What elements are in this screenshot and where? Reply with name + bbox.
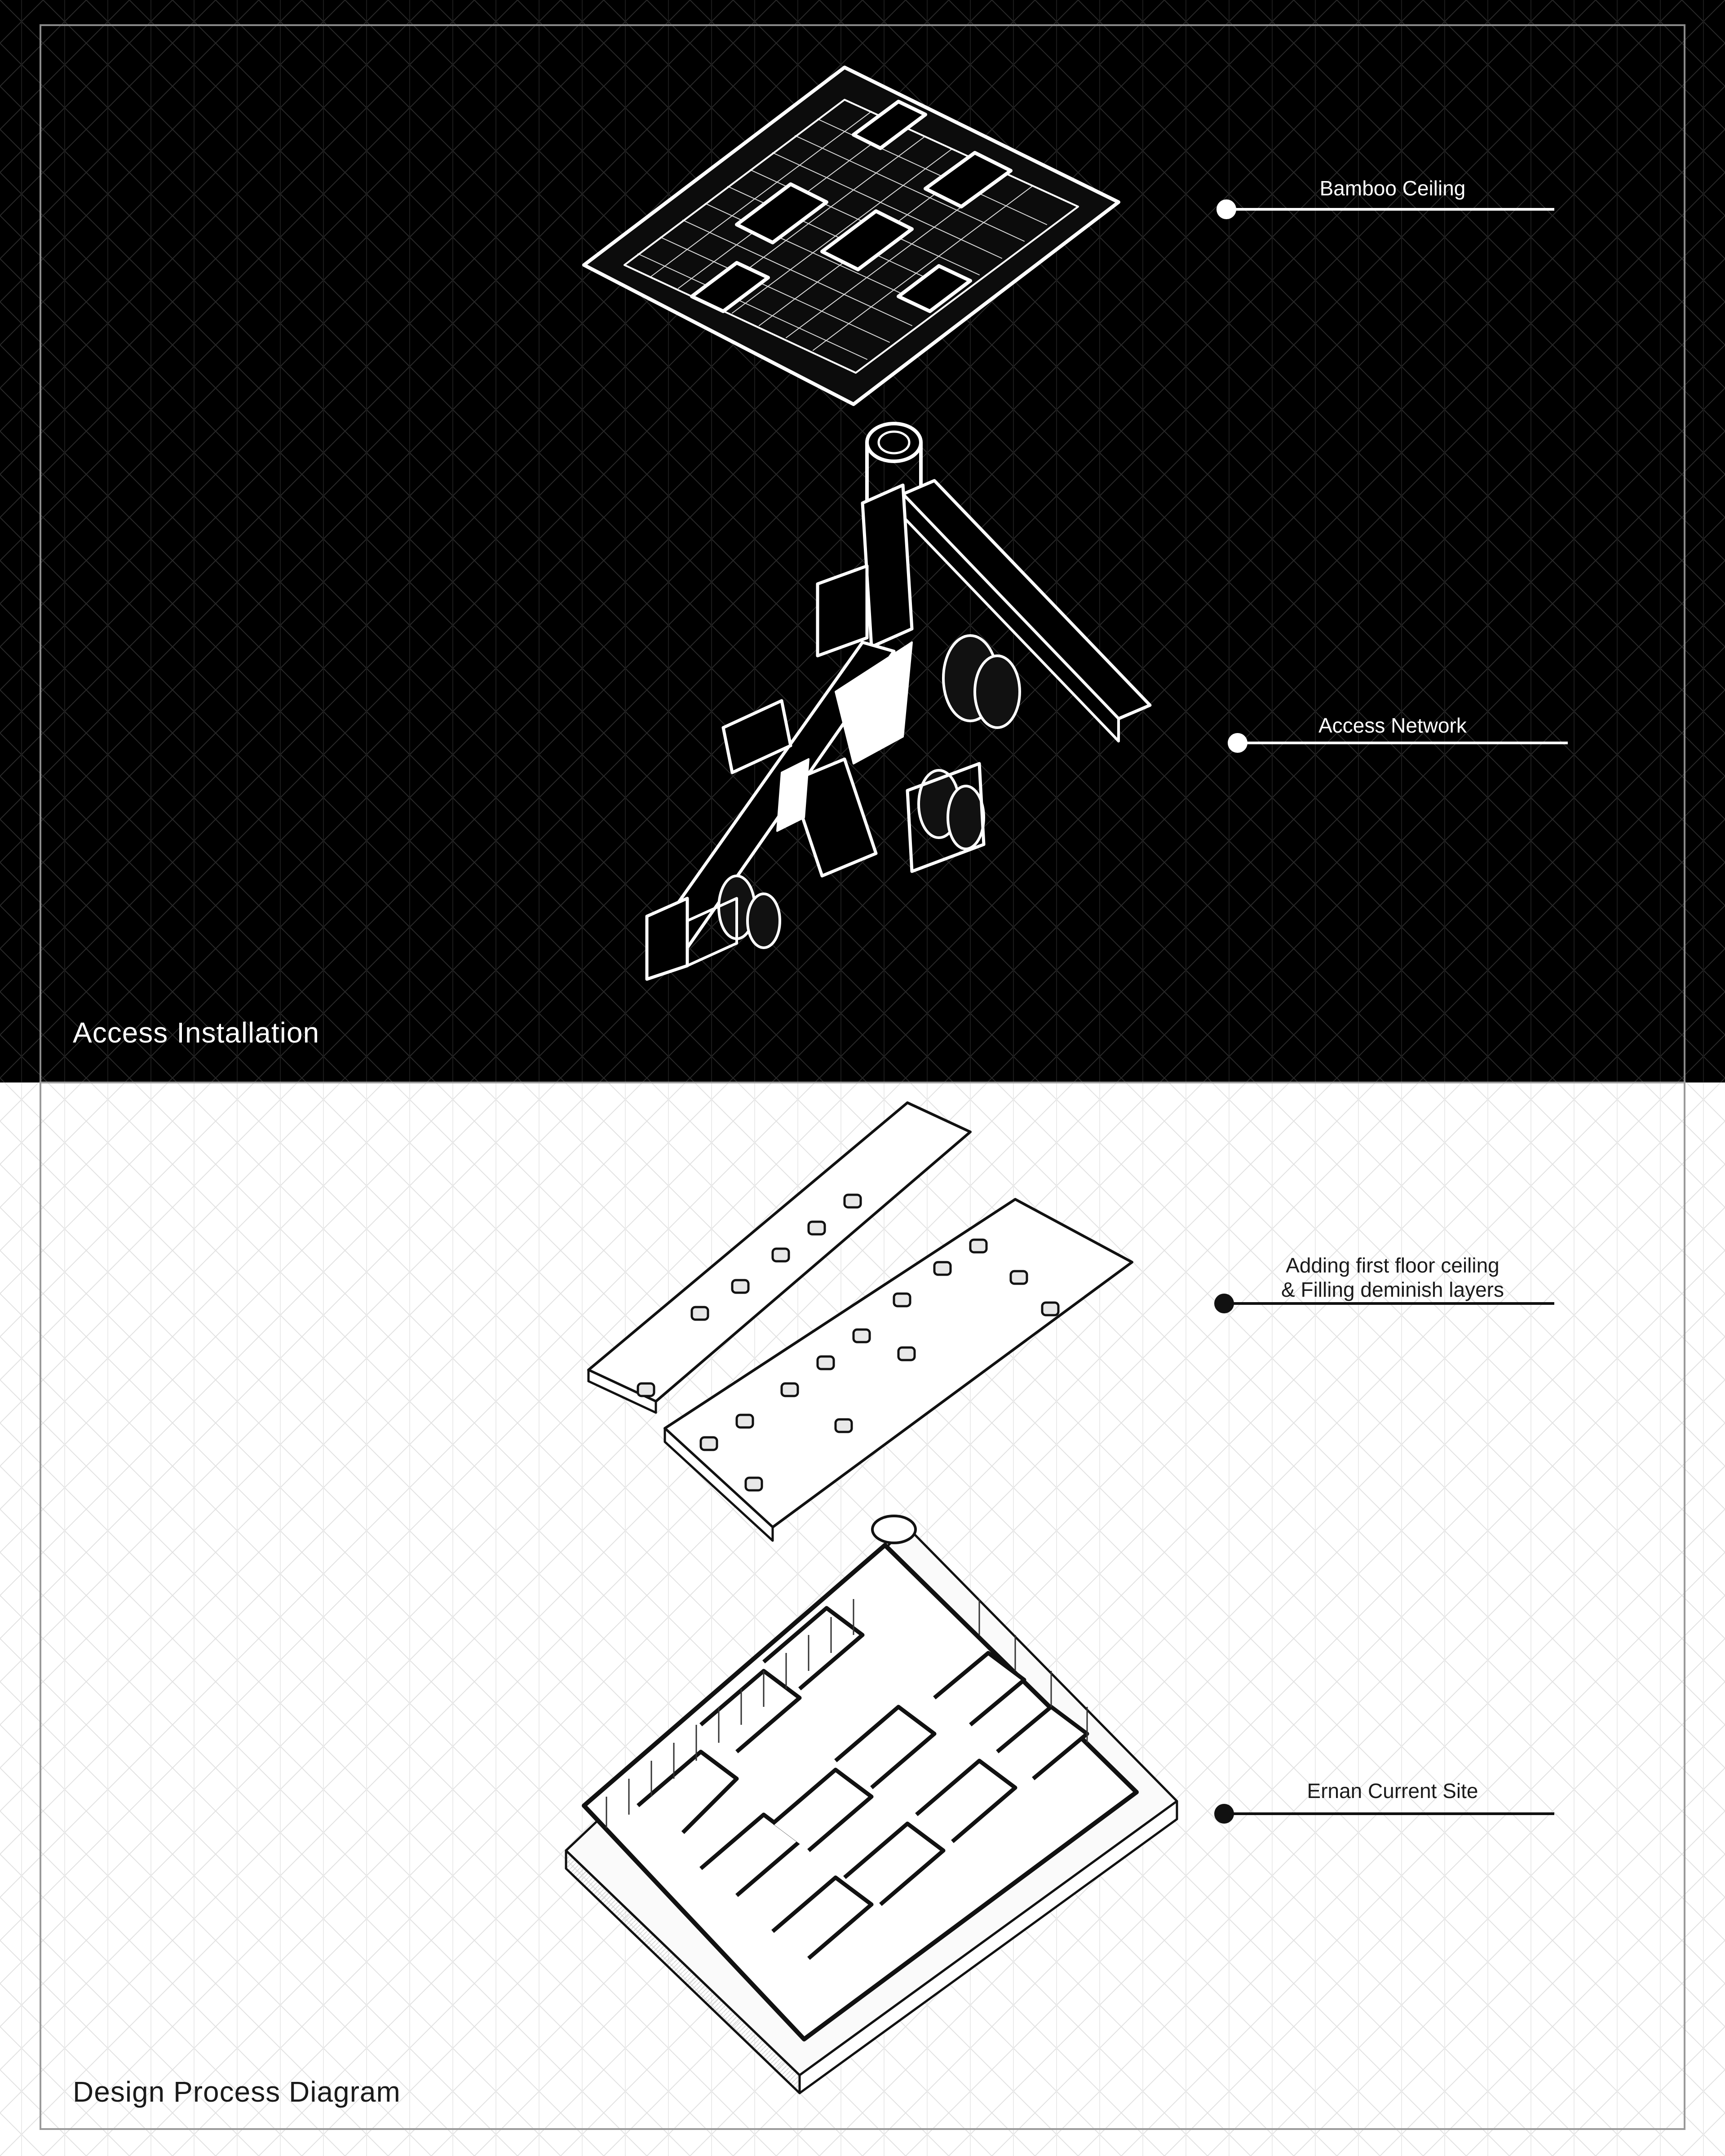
site-tower [871, 1515, 917, 1544]
ceiling-cutouts [690, 100, 1013, 313]
first-floor-ceiling-label: Adding first floor ceiling & Filling dem… [1240, 1253, 1545, 1302]
bamboo-ceiling-marker [1216, 199, 1236, 219]
tower-ring [877, 430, 911, 455]
bottom-panel-frame [40, 1082, 1685, 2130]
access-installation-title: Access Installation [73, 1016, 320, 1049]
skylight-pods [637, 1193, 1060, 1492]
design-process-panel [0, 1082, 1725, 2156]
access-network-drawing [645, 422, 1152, 981]
first-floor-leader [1214, 1294, 1554, 1313]
bamboo-ceiling-leader [1216, 199, 1554, 219]
access-network-label: Access Network [1318, 714, 1467, 737]
first-floor-ceiling-line1: Adding first floor ceiling [1286, 1254, 1499, 1277]
ernan-site-marker [1214, 1804, 1234, 1824]
pod-volumes [717, 634, 1021, 949]
first-floor-marker [1214, 1294, 1234, 1313]
ceiling-inner [624, 99, 1079, 374]
site-wall-shadows [606, 1599, 1088, 1828]
access-network-marker [1228, 733, 1247, 753]
ernan-site-drawing [565, 1515, 1178, 2094]
design-process-title: Design Process Diagram [73, 2076, 401, 2108]
main-spine [861, 483, 914, 649]
first-floor-ceiling-line2: & Filling deminish layers [1281, 1278, 1504, 1301]
site-courtyards [637, 1606, 1089, 1960]
access-installation-panel [0, 0, 1725, 1083]
bamboo-ceiling-drawing [582, 66, 1120, 406]
access-network-leader [1228, 733, 1568, 753]
ernan-site-leader [1214, 1804, 1554, 1824]
first-floor-ceiling-drawing [587, 1101, 1133, 1542]
white-ramp [835, 641, 913, 764]
bamboo-ceiling-label: Bamboo Ceiling [1319, 177, 1466, 200]
ernan-site-label: Ernan Current Site [1307, 1779, 1478, 1803]
